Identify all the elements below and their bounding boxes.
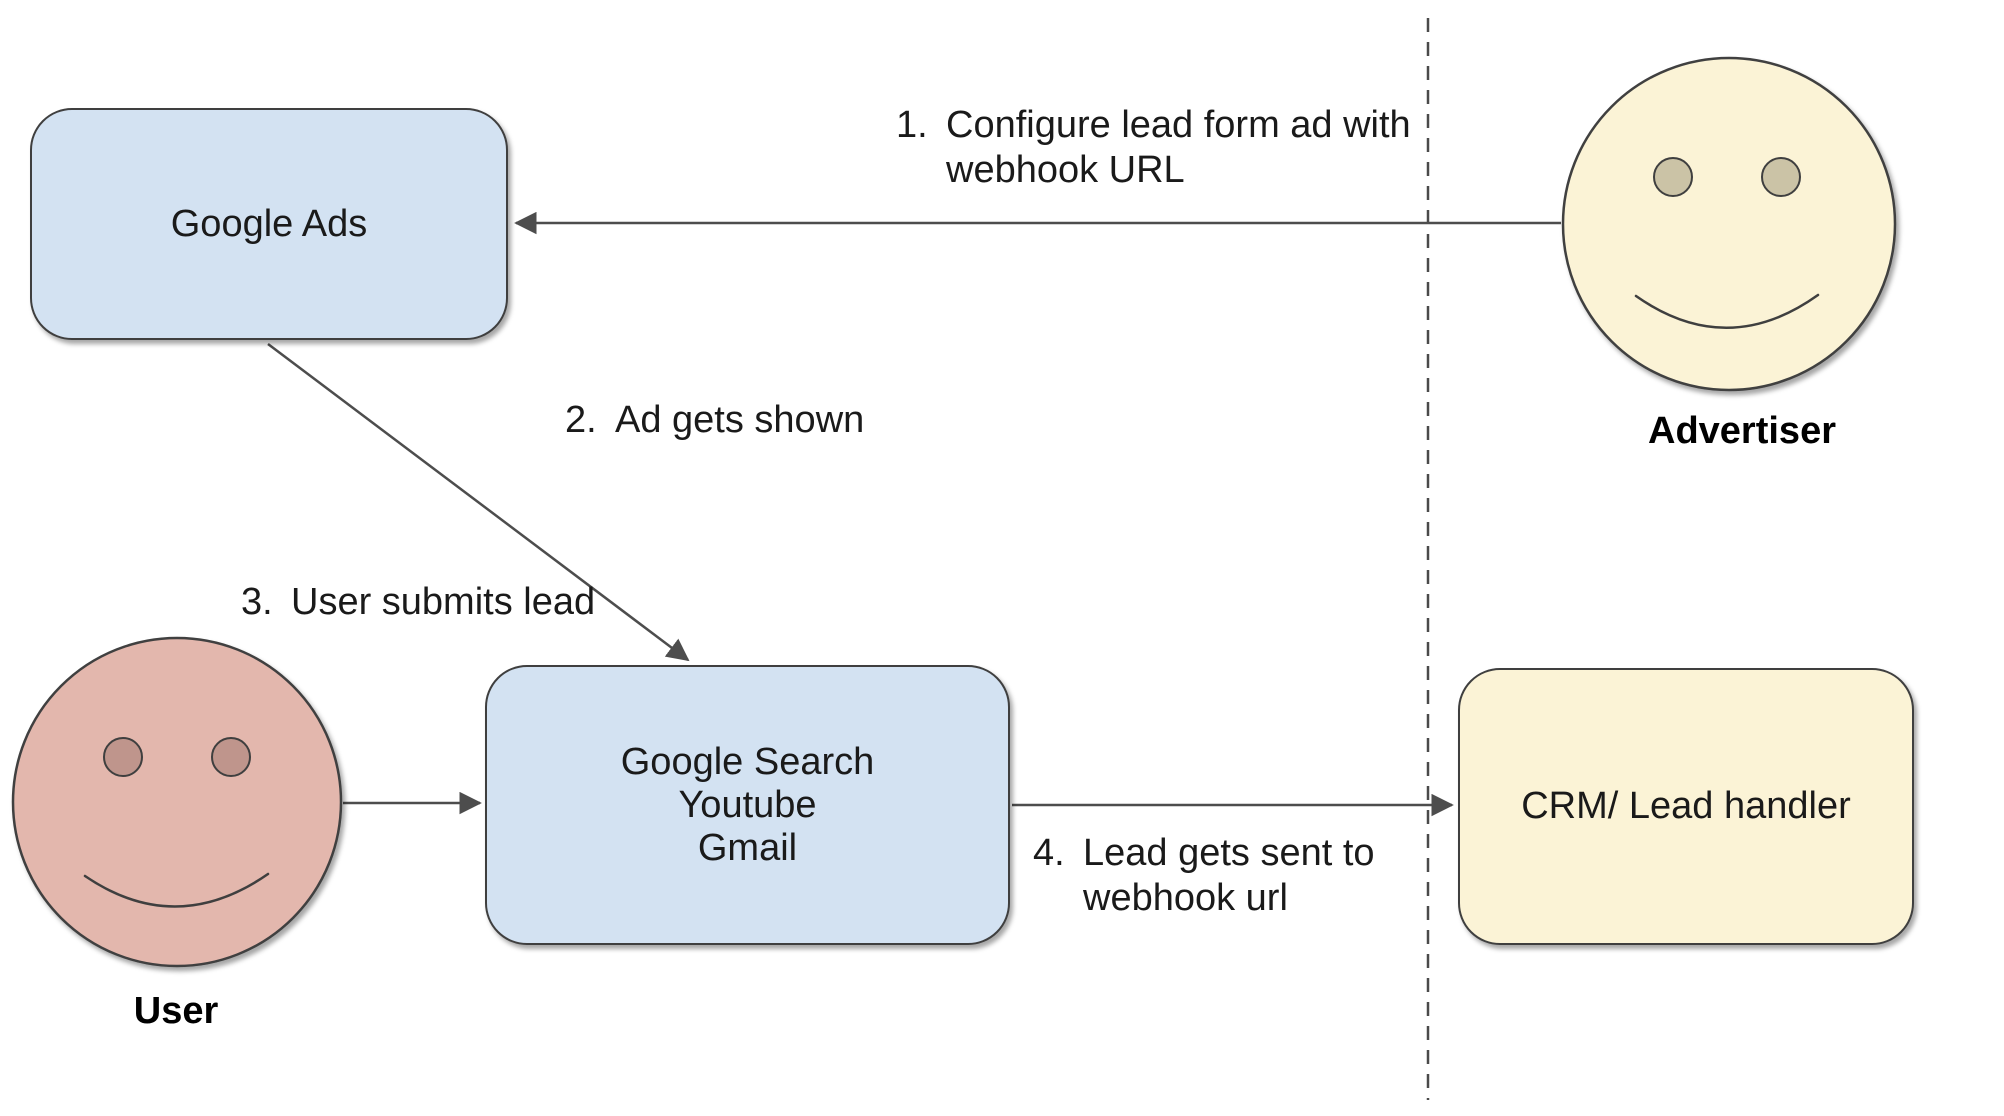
user-label: User xyxy=(133,990,219,1032)
step-2-text: Ad gets shown xyxy=(615,399,865,441)
advertiser-face-circle xyxy=(1561,56,1897,392)
step-4-text: Lead gets sent to webhook url xyxy=(1083,831,1375,921)
step-3-number: 3. xyxy=(241,581,273,623)
advertiser-right-eye xyxy=(1761,157,1801,197)
advertiser-face-icon xyxy=(1561,56,1897,392)
surfaces-box-line-3: Gmail xyxy=(697,826,798,869)
step-1-label: 1. Configure lead form ad with webhook U… xyxy=(896,103,1411,193)
step-3-text: User submits lead xyxy=(291,581,596,623)
step-2-number: 2. xyxy=(565,399,597,441)
surfaces-box-line-2: Youtube xyxy=(678,783,817,826)
step-4-text-line-2: webhook url xyxy=(1083,877,1288,919)
crm-box-label: CRM/ Lead handler xyxy=(1521,785,1851,827)
advertiser-label: Advertiser xyxy=(1648,410,1836,452)
advertiser-smile xyxy=(1634,293,1820,329)
user-smile xyxy=(83,872,270,908)
user-face-circle xyxy=(11,636,343,968)
advertiser-left-eye xyxy=(1653,157,1693,197)
google-ads-box: Google Ads xyxy=(30,108,508,340)
step-1-text-line-1: Configure lead form ad with xyxy=(946,104,1411,146)
step-1-text: Configure lead form ad with webhook URL xyxy=(946,103,1411,193)
user-left-eye xyxy=(103,737,143,777)
step-4-text-line-1: Lead gets sent to xyxy=(1083,832,1375,874)
user-face-icon xyxy=(11,636,343,968)
user-right-eye xyxy=(211,737,251,777)
google-ads-box-label: Google Ads xyxy=(170,202,368,245)
step-4-label: 4. Lead gets sent to webhook url xyxy=(1033,831,1375,921)
crm-lead-handler-box: CRM/ Lead handler xyxy=(1458,668,1914,945)
google-surfaces-box: Google Search Youtube Gmail xyxy=(485,665,1010,945)
step-1-text-line-2: webhook URL xyxy=(946,149,1185,191)
step-4-number: 4. xyxy=(1033,832,1065,874)
step-3-label: 3. User submits lead xyxy=(241,580,595,625)
surfaces-box-line-1: Google Search xyxy=(620,740,875,783)
step-1-number: 1. xyxy=(896,104,928,146)
step-2-label: 2. Ad gets shown xyxy=(565,398,864,443)
arrow-google-ads-to-surfaces xyxy=(267,343,690,662)
